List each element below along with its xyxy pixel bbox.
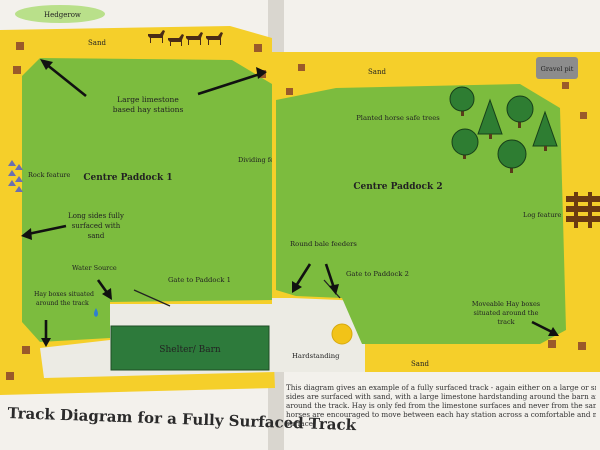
gate-paddock-2-label: Gate to Paddock 2 [346, 270, 409, 278]
hedgerow-shape [15, 5, 105, 23]
log-feature-label: Log feature [523, 211, 561, 219]
water-source-label: Water Source [72, 264, 117, 272]
arrowhead-icon [40, 59, 53, 70]
gravel-pit [536, 57, 578, 79]
moveable-hay-label-line3: track [497, 318, 514, 326]
hay-station-icon [548, 340, 556, 348]
hay-stations-right [286, 64, 587, 350]
hay-station-icon [298, 64, 305, 71]
description-line: horses are encouraged to move between ea… [286, 410, 596, 419]
shelter-barn [110, 325, 270, 371]
arrowhead-icon [256, 67, 267, 79]
horses-icon [148, 30, 223, 46]
arrowhead-icon [21, 228, 32, 240]
arrows-right [292, 263, 559, 336]
long-sides-label-line3: sand [88, 232, 105, 240]
diagram-description: This diagram gives an example of a fully… [286, 383, 596, 428]
paddock-2-title: Centre Paddock 2 [353, 182, 442, 192]
arrow-icon [531, 320, 553, 334]
right-diagram: Gravel pit Sand Sand [272, 52, 600, 372]
centre-paddock-2 [276, 84, 566, 344]
rock-feature-label: Rock feature [28, 171, 70, 179]
right-sand-bottom-label: Sand [411, 360, 429, 368]
arrows-left [21, 59, 267, 347]
description-line: surface. [286, 419, 316, 428]
arrow-icon [27, 224, 67, 236]
description-line: This diagram gives an example of a fully… [286, 383, 596, 392]
hay-station-icon [13, 66, 21, 74]
hay-boxes-label-line2: around the track [36, 300, 89, 307]
arrowhead-icon [329, 284, 339, 295]
long-sides-label-line2: surfaced with [72, 222, 121, 230]
shelter-label: Shelter/ Barn [159, 345, 221, 355]
round-bale-label: Round bale feeders [290, 240, 357, 248]
arrow-icon [197, 72, 261, 96]
arrowhead-icon [102, 288, 112, 300]
round-tree-icon [506, 95, 534, 128]
hay-station-icon [254, 44, 262, 52]
round-tree-icon [449, 86, 475, 116]
pine-tree-icon [477, 98, 503, 139]
description-line: around the track. Hay is only fed from t… [286, 401, 596, 410]
round-tree-icon [451, 128, 479, 159]
left-diagram: Hedgerow Sand Shelter/ Barn [0, 5, 286, 395]
trees-label: Planted horse safe trees [356, 114, 440, 122]
hay-station-icon [16, 42, 24, 50]
hardstanding-label: Hardstanding [292, 352, 340, 360]
hay-stations-label-line2: based hay stations [113, 105, 184, 114]
gate-line-left [133, 289, 171, 307]
round-bale-feeder-icon [331, 323, 353, 345]
hay-station-icon [578, 342, 586, 350]
hay-boxes-label-line1: Hay boxes situated [34, 291, 94, 298]
hedgerow-label: Hedgerow [44, 11, 81, 19]
gate-paddock-1-label: Gate to Paddock 1 [168, 276, 231, 284]
moveable-hay-label-line2: situated around the [474, 309, 539, 317]
hay-station-icon [580, 112, 587, 119]
log-feature-icon [566, 192, 600, 228]
paddock-1-title: Centre Paddock 1 [83, 173, 172, 183]
arrowhead-icon [548, 327, 559, 336]
long-sides-label-line1: Long sides fully [68, 212, 124, 220]
hay-station-icon [22, 346, 30, 354]
hay-station-icon [6, 372, 14, 380]
arrowhead-icon [292, 281, 302, 293]
arrow-icon [294, 263, 312, 287]
trees-group [449, 86, 558, 173]
arrowhead-icon [41, 338, 51, 347]
arrow-icon [45, 62, 87, 98]
water-drop-icon [94, 308, 98, 317]
centre-paddock-1 [22, 58, 272, 342]
dividing-fence-label: Dividing fence [238, 156, 286, 164]
hay-stations-label-line1: Large limestone [117, 95, 179, 104]
pine-tree-icon [532, 110, 558, 151]
description-line: sides are surfaced with sand, with a lar… [286, 392, 596, 401]
round-tree-icon [497, 139, 527, 173]
left-sand-label: Sand [88, 39, 106, 47]
hay-station-icon [562, 82, 569, 89]
hardstanding-right [272, 298, 365, 372]
gravel-pit-label: Gravel pit [541, 65, 574, 73]
arrow-icon [324, 263, 336, 289]
moveable-hay-label-line1: Moveable Hay boxes [472, 300, 540, 308]
right-sand-top-label: Sand [368, 68, 386, 76]
rock-feature-icon [8, 160, 23, 192]
hay-station-icon [286, 88, 293, 95]
